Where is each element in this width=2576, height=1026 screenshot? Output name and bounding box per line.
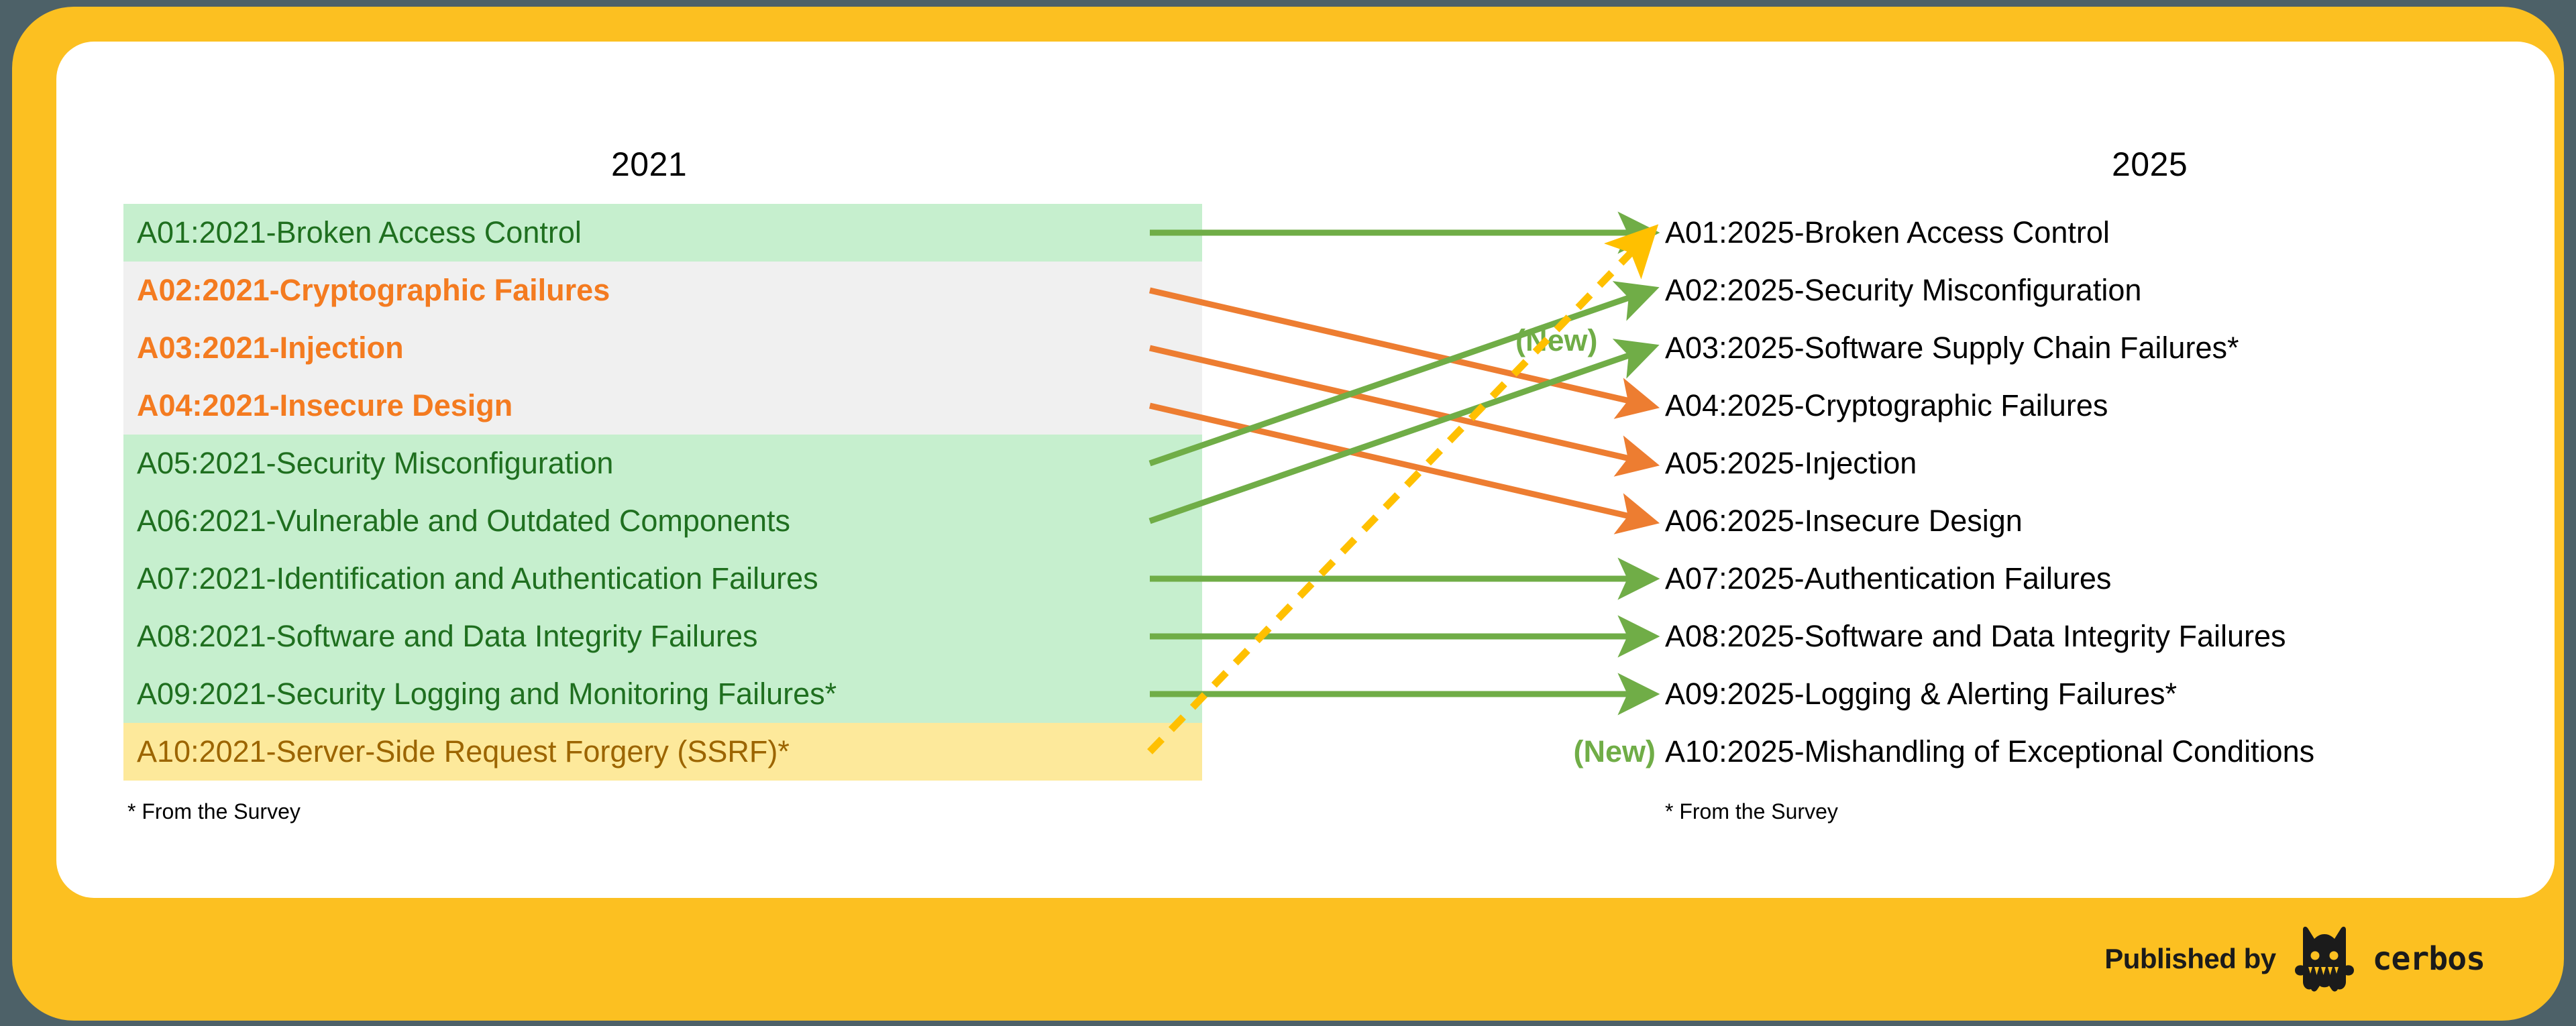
new-badge-a03: (New) (1515, 323, 1598, 357)
list-item-2025-label: A03:2025-Software Supply Chain Failures* (1665, 331, 2239, 365)
new-badge: (New) (1573, 734, 1656, 768)
list-item-2025-label: A09:2025-Logging & Alerting Failures* (1665, 677, 2178, 711)
list-item-2021-label: A06:2021-Vulnerable and Outdated Compone… (137, 504, 791, 538)
list-item-2025-label: A10:2025-Mishandling of Exceptional Cond… (1665, 734, 2315, 768)
arrow-3-to-5 (1148, 345, 1660, 477)
arrow-4-to-6 (1148, 402, 1660, 534)
list-item-2021-9: A09:2021-Security Logging and Monitoring… (123, 665, 1202, 723)
list-item-2025-label: A05:2025-Injection (1665, 446, 1917, 480)
list-item-2021-2: A02:2021-Cryptographic Failures (123, 262, 1202, 319)
list-item-2021-label: A02:2021-Cryptographic Failures (137, 273, 610, 307)
list-item-2021-7: A07:2021-Identification and Authenticati… (123, 550, 1202, 608)
arrow-6-to-3 (1148, 339, 1660, 524)
list-item-2021-label: A07:2021-Identification and Authenticati… (137, 561, 818, 595)
list-item-2021-label: A08:2021-Software and Data Integrity Fai… (137, 619, 758, 653)
list-item-2021-label: A01:2021-Broken Access Control (137, 215, 582, 249)
list-item-2021-5: A05:2021-Security Misconfiguration (123, 435, 1202, 492)
list-item-2021-1: A01:2021-Broken Access Control (123, 204, 1202, 262)
list-item-2025-label: A08:2025-Software and Data Integrity Fai… (1665, 619, 2286, 653)
arrow-5-to-2 (1148, 281, 1660, 467)
list-item-2025-6: A06:2025-Insecure Design (1665, 492, 2537, 550)
list-item-2025-label: A02:2025-Security Misconfiguration (1665, 273, 2142, 307)
list-item-2025-5: A05:2025-Injection (1665, 435, 2537, 492)
cerberus-mascot-icon (2294, 925, 2355, 992)
yellow-card-frame: 2021 2025 A01:2021-Broken Access Control… (12, 7, 2564, 1021)
published-by-footer: Published by cerbos (2104, 925, 2485, 992)
list-item-2021-label: A10:2021-Server-Side Request Forgery (SS… (137, 734, 790, 768)
list-item-2025-label: A07:2025-Authentication Failures (1665, 561, 2112, 595)
list-item-2021-label: A05:2021-Security Misconfiguration (137, 446, 614, 480)
list-item-2025-3: A03:2025-Software Supply Chain Failures* (1665, 319, 2537, 377)
list-item-2021-6: A06:2021-Vulnerable and Outdated Compone… (123, 492, 1202, 550)
list-item-2021-3: A03:2021-Injection (123, 319, 1202, 377)
footnote-left: * From the Survey (127, 799, 301, 823)
list-item-2025-1: A01:2025-Broken Access Control (1665, 204, 2537, 262)
list-item-2021-label: A03:2021-Injection (137, 331, 404, 365)
list-item-2021-8: A08:2021-Software and Data Integrity Fai… (123, 608, 1202, 665)
list-item-2021-label: A04:2021-Insecure Design (137, 388, 513, 422)
list-item-2025-label: A04:2025-Cryptographic Failures (1665, 388, 2108, 422)
list-item-2025-label: A01:2025-Broken Access Control (1665, 215, 2110, 249)
column-title-2025: 2025 (2112, 146, 2188, 183)
cerbos-wordmark: cerbos (2372, 940, 2485, 978)
column-title-2021: 2021 (611, 146, 688, 183)
list-item-2025-4: A04:2025-Cryptographic Failures (1665, 377, 2537, 435)
list-item-2025-8: A08:2025-Software and Data Integrity Fai… (1665, 608, 2537, 665)
list-item-2025-10: (New) A10:2025-Mishandling of Exceptional… (1574, 723, 2537, 781)
list-item-2021-label: A09:2021-Security Logging and Monitoring… (137, 677, 837, 711)
list-item-2025-2: A02:2025-Security Misconfiguration (1665, 262, 2537, 319)
footnote-right: * From the Survey (1665, 799, 1838, 823)
list-item-2021-10: A10:2021-Server-Side Request Forgery (SS… (123, 723, 1202, 781)
list-item-2025-7: A07:2025-Authentication Failures (1665, 550, 2537, 608)
white-content-panel: 2021 2025 A01:2021-Broken Access Control… (56, 42, 2555, 898)
list-item-2025-label: A06:2025-Insecure Design (1665, 504, 2023, 538)
arrow-10-to-1 (1147, 224, 1659, 754)
list-item-2021-4: A04:2021-Insecure Design (123, 377, 1202, 435)
published-by-label: Published by (2104, 943, 2276, 974)
list-item-2025-9: A09:2025-Logging & Alerting Failures* (1665, 665, 2537, 723)
